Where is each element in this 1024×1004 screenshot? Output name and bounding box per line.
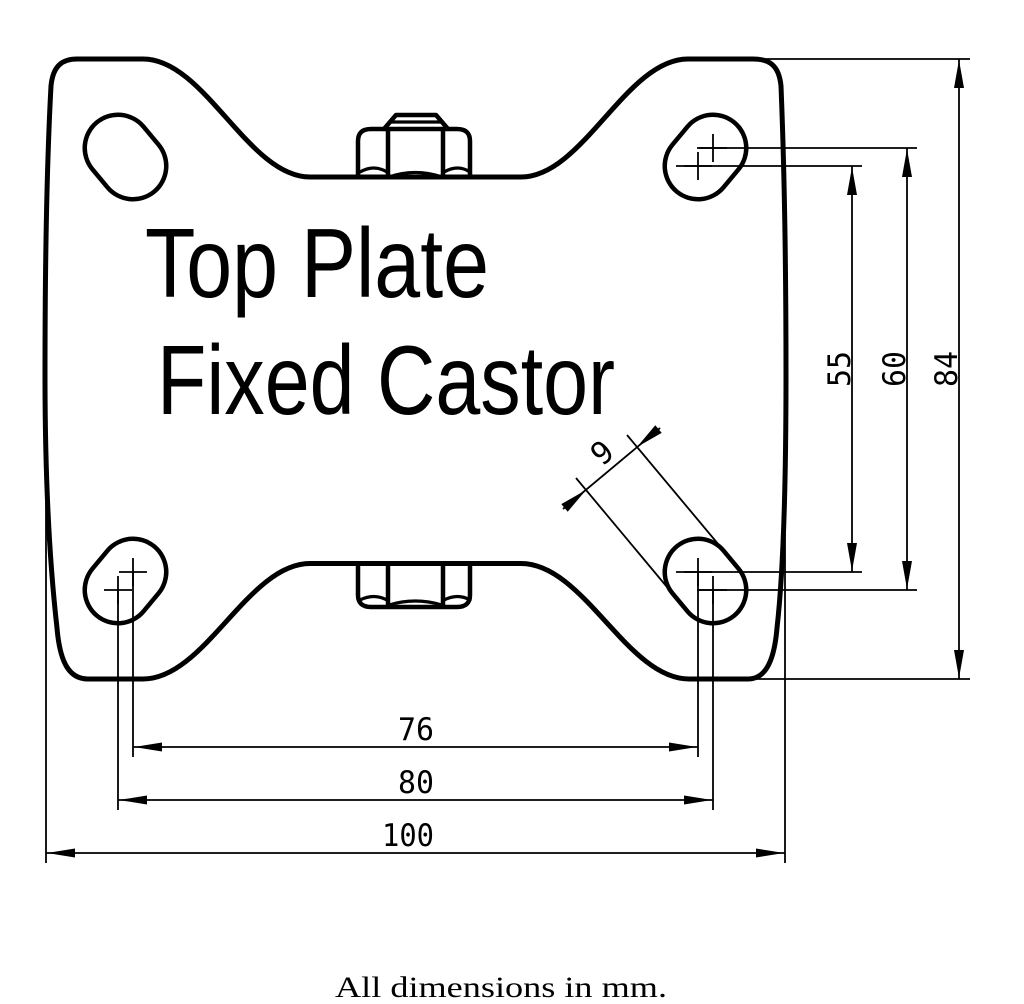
arrow-80-left — [119, 795, 147, 805]
dim-label-80: 80 — [398, 765, 434, 801]
drawing-title: Top Plate Fixed Castor — [145, 208, 615, 435]
arrow-9-upper — [637, 425, 662, 447]
arrow-55-down — [847, 543, 857, 571]
arrow-100-left — [47, 848, 75, 858]
arrow-55-up — [847, 167, 857, 195]
arrow-76-right — [669, 742, 697, 752]
mounting-slot-top-right-bore — [667, 117, 744, 197]
mounting-slot-top-left-bore — [87, 117, 164, 197]
title-line-2: Fixed Castor — [157, 325, 615, 435]
top-nut-chamfer-center — [387, 170, 444, 179]
dimension-arrowheads — [47, 60, 964, 858]
mounting-slot-bottom-right-bore — [667, 541, 744, 621]
units-note: All dimensions in mm. — [335, 971, 667, 1004]
bottom-nut-chamfer-right — [442, 594, 472, 602]
dim-label-55: 55 — [822, 351, 858, 387]
mounting-slot-bottom-left-bore — [87, 541, 164, 621]
arrow-100-right — [756, 848, 784, 858]
dimension-lines — [46, 59, 960, 854]
bottom-nut-chamfer-left — [358, 594, 389, 602]
extension-lines — [45, 58, 970, 863]
dim-label-60: 60 — [877, 351, 913, 387]
top-nut-chamfer-right — [442, 166, 472, 174]
title-line-1: Top Plate — [145, 208, 489, 318]
arrow-84-down — [954, 650, 964, 678]
bottom-hex-nut — [355, 561, 473, 610]
arrow-80-right — [684, 795, 712, 805]
ext-line-slot-width-upper — [626, 434, 740, 570]
top-nut-chamfer-left — [358, 166, 389, 174]
arrow-60-up — [902, 149, 912, 177]
mounting-slots — [82, 112, 749, 626]
dim-label-76: 76 — [398, 712, 434, 748]
top-nut-body — [355, 126, 473, 180]
arrow-60-down — [902, 561, 912, 589]
arrow-9-lower — [561, 490, 586, 512]
dim-label-100: 100 — [382, 818, 434, 854]
dim-label-84: 84 — [929, 351, 965, 387]
bottom-nut-chamfer-center — [387, 599, 444, 607]
plate-outline — [42, 56, 789, 682]
ext-line-slot-width-lower — [575, 477, 673, 594]
top-hex-nut — [355, 112, 473, 180]
arrow-76-left — [134, 742, 162, 752]
arrow-84-up — [954, 60, 964, 88]
